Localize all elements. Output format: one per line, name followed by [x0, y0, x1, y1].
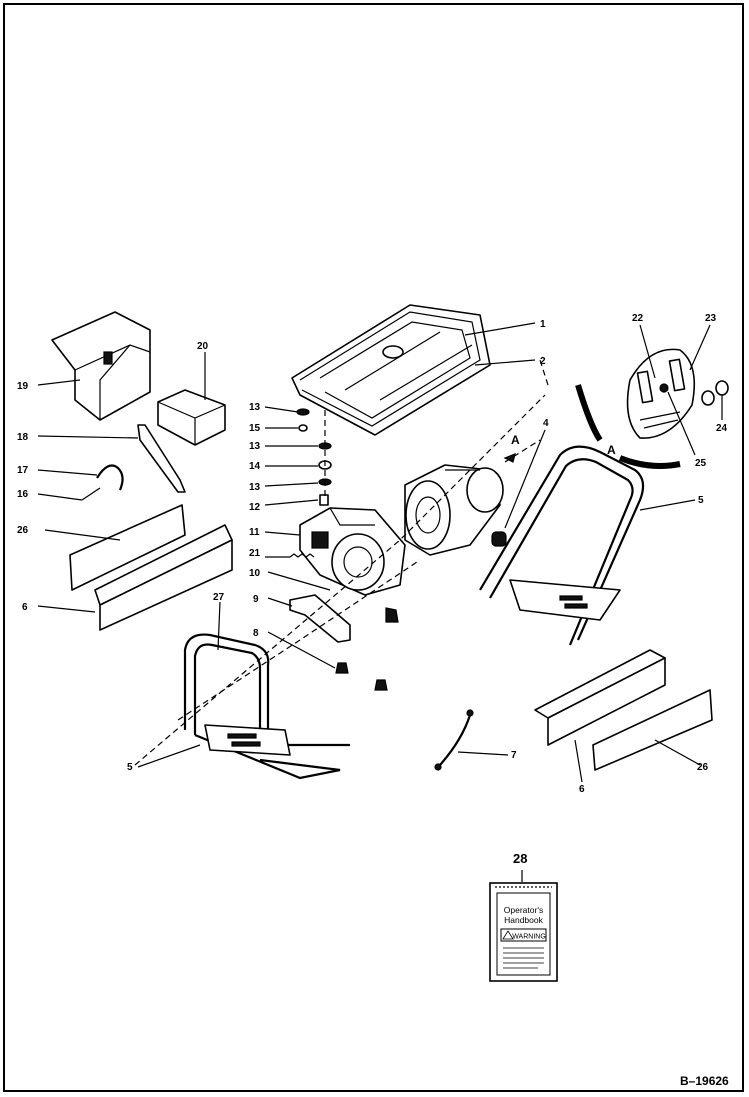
callout-12: 12 — [249, 502, 261, 513]
cover-panel — [51, 311, 151, 421]
diagram-frame — [3, 3, 744, 1092]
spring — [289, 553, 315, 558]
callout-11: 11 — [249, 527, 260, 538]
callout-9: 9 — [253, 594, 259, 605]
assembly-guides — [134, 359, 549, 766]
view-label-a-panel: A — [607, 443, 616, 457]
callout-26-right: 26 — [697, 762, 709, 773]
handle — [96, 464, 124, 491]
fastener-stack — [296, 408, 332, 506]
callout-27: 27 — [213, 592, 225, 603]
callout-1: 1 — [540, 319, 546, 330]
cable — [439, 714, 472, 766]
callout-13-mid: 13 — [249, 441, 261, 452]
callout-10: 10 — [249, 568, 261, 579]
engine — [299, 507, 406, 596]
callout-labels: 1 2 4 5 5 6 6 7 8 9 10 11 12 13 13 13 14… — [17, 313, 728, 795]
fuel-tank — [291, 304, 491, 436]
handbook-title-line2: Handbook — [504, 915, 544, 925]
callout-20: 20 — [197, 341, 209, 352]
operators-handbook: 28 Operator's Handbook WARNING — [489, 851, 558, 982]
callout-14: 14 — [249, 461, 261, 472]
mounts — [335, 607, 399, 691]
callout-26-left: 26 — [17, 525, 29, 536]
callout-23: 23 — [705, 313, 717, 324]
callout-22: 22 — [632, 313, 644, 324]
callout-16: 16 — [17, 489, 29, 500]
bracket — [289, 594, 351, 643]
drawing-reference: B–19626 — [680, 1074, 729, 1088]
callout-6-left: 6 — [22, 602, 28, 613]
callout-17: 17 — [17, 465, 29, 476]
mount-bracket — [137, 424, 186, 493]
callout-19: 19 — [17, 381, 29, 392]
view-arc — [575, 384, 603, 442]
generator-assembly — [404, 464, 504, 556]
callout-13-top: 13 — [249, 402, 261, 413]
callout-18: 18 — [17, 432, 29, 443]
view-label-a-engine: A — [511, 433, 520, 447]
decal-right — [592, 689, 713, 771]
handbook-warning: WARNING — [512, 934, 546, 941]
rubber-mount — [491, 531, 507, 547]
callout-7: 7 — [511, 750, 517, 761]
warning-triangle-icon — [502, 930, 514, 940]
callout-4: 4 — [543, 418, 549, 429]
arrow — [503, 453, 516, 463]
callout-6-right: 6 — [579, 784, 585, 795]
callout-5-right: 5 — [698, 495, 704, 506]
callout-28: 28 — [513, 851, 527, 866]
decal-left — [69, 504, 186, 591]
pin — [81, 487, 101, 501]
callout-8: 8 — [253, 628, 259, 639]
callout-15: 15 — [249, 423, 261, 434]
callout-21: 21 — [249, 548, 261, 559]
frame-handle-left — [183, 633, 350, 780]
leader-lines — [37, 322, 723, 882]
callout-2: 2 — [540, 356, 546, 367]
callout-25: 25 — [695, 458, 707, 469]
callout-5-left: 5 — [127, 762, 133, 773]
control-box — [157, 389, 226, 446]
callout-13-low: 13 — [249, 482, 261, 493]
callout-24: 24 — [716, 423, 728, 434]
frame-handle-right — [479, 445, 645, 646]
control-panel — [626, 348, 729, 439]
handbook-title-line1: Operator's — [504, 905, 543, 915]
